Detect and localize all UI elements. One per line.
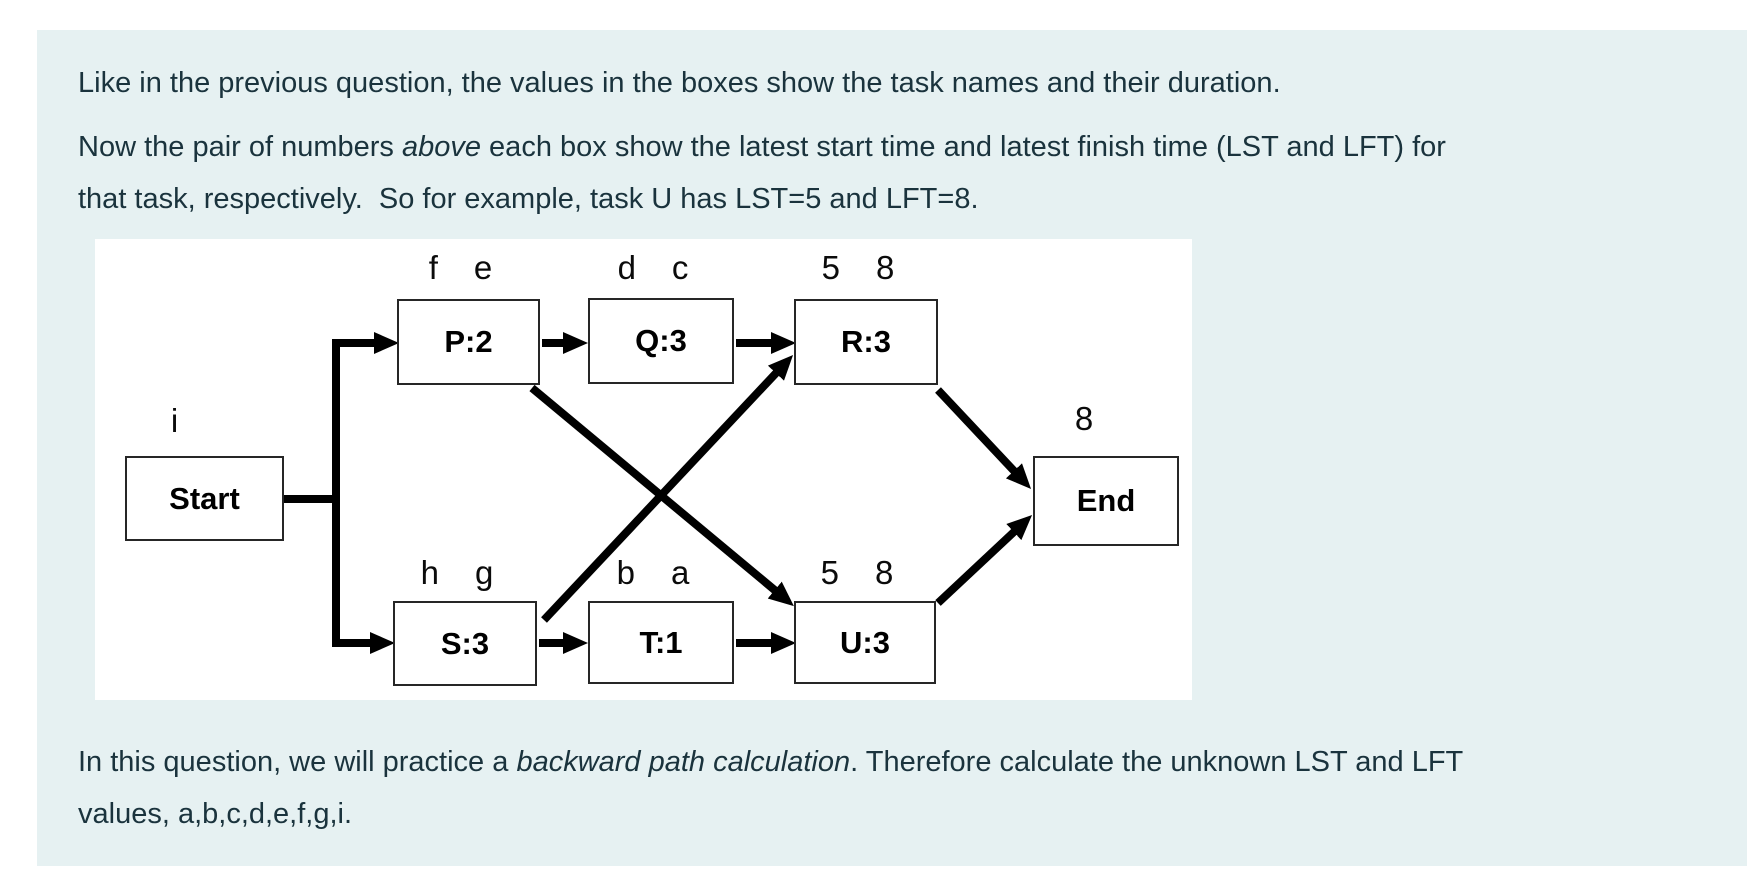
label-pair-s: h g <box>385 556 529 590</box>
node-r: R:3 <box>794 299 938 385</box>
node-end: End <box>1033 456 1179 546</box>
intro-paragraph-2: Now the pair of numbers above each box s… <box>78 121 1738 225</box>
label-lst-q: d <box>617 249 636 286</box>
question-text-italic: backward path calculation <box>516 746 851 778</box>
intro-text-1: Like in the previous question, the value… <box>78 67 1281 99</box>
label-lft-u: 8 <box>875 554 894 591</box>
question-panel: Like in the previous question, the value… <box>37 30 1747 866</box>
label-lft-start: i <box>170 402 179 439</box>
label-lft-s: g <box>475 554 494 591</box>
question-text-line2: values, a,b,c,d,e,f,g,i. <box>78 798 353 830</box>
question-content: Like in the previous question, the value… <box>37 30 1747 840</box>
edge-p-u <box>529 384 794 607</box>
label-pair-r: 5 8 <box>786 251 930 285</box>
question-text-pre: In this question, we will practice a <box>78 746 517 778</box>
label-lft-p: e <box>473 249 493 286</box>
label-lst-s: h <box>420 554 439 591</box>
node-s: S:3 <box>393 601 537 686</box>
label-pair-q: d c <box>580 251 726 285</box>
label-lft-q: c <box>671 249 689 286</box>
task-network-diagram: i 8 f e d c 5 8 h g b a 5 <box>95 239 1192 700</box>
node-p: P:2 <box>397 299 540 385</box>
label-lft-r: 8 <box>876 249 895 286</box>
question-text-post: . Therefore calculate the unknown LST an… <box>850 746 1464 778</box>
intro-text-2-post: each box show the latest start time and … <box>481 131 1446 163</box>
question-paragraph: In this question, we will practice a bac… <box>78 736 1738 840</box>
label-lft-t: a <box>671 554 690 591</box>
node-q: Q:3 <box>588 298 734 384</box>
label-lst-u: 5 <box>820 554 839 591</box>
intro-text-2-italic: above <box>401 131 481 163</box>
label-lst-p: f <box>428 249 438 286</box>
label-lft-end: 8 <box>1074 400 1094 437</box>
label-lst-t: b <box>616 554 635 591</box>
intro-text-2-pre: Now the pair of numbers <box>78 131 402 163</box>
label-pair-p: f e <box>389 251 532 285</box>
node-t: T:1 <box>588 601 734 684</box>
arrow-layer <box>281 332 1033 654</box>
intro-text-2-line2: that task, respectively. So for example,… <box>78 183 979 215</box>
edge-u-end <box>935 514 1033 606</box>
edge-r-end <box>935 387 1032 490</box>
node-u: U:3 <box>794 601 936 684</box>
label-pair-u: 5 8 <box>786 556 928 590</box>
label-pair-t: b a <box>580 556 726 590</box>
label-lst-r: 5 <box>821 249 840 286</box>
intro-paragraph-1: Like in the previous question, the value… <box>78 57 1738 109</box>
edge-s-r <box>541 354 794 623</box>
node-start: Start <box>125 456 284 541</box>
